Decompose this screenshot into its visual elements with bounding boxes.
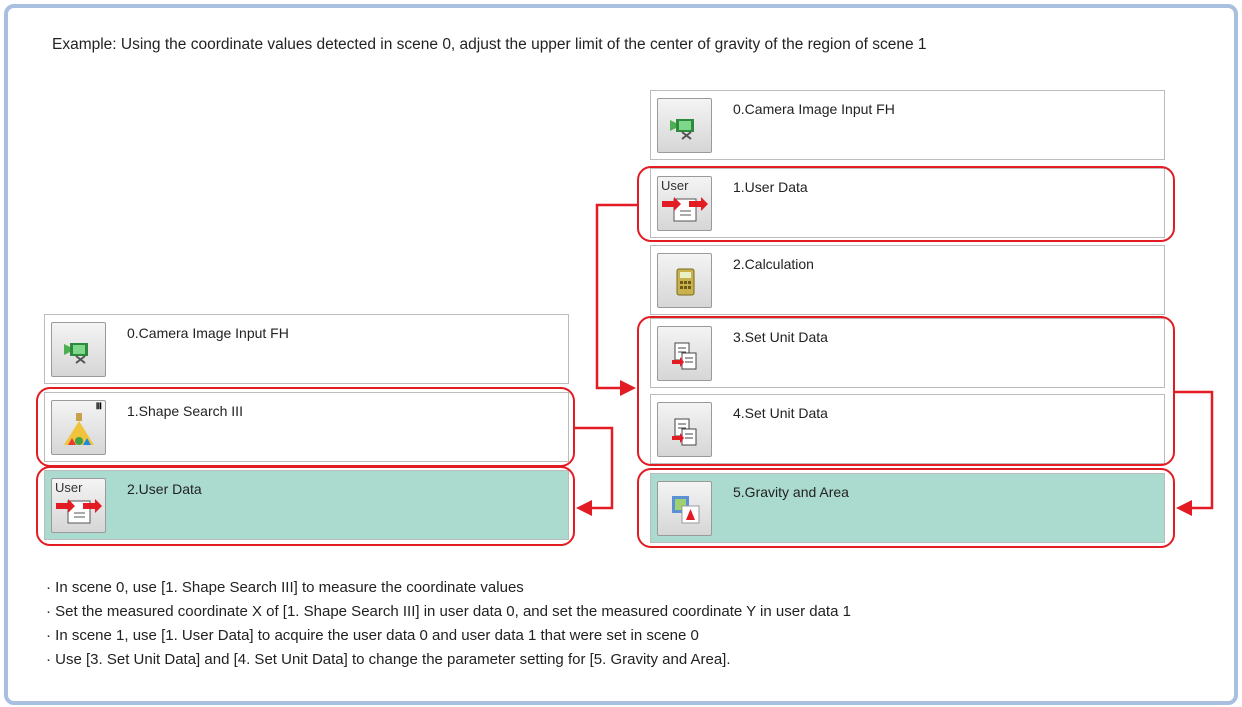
- arrowhead-right: [620, 380, 636, 396]
- note-line: · Use [3. Set Unit Data] and [4. Set Uni…: [46, 651, 731, 668]
- scene1-item-camera[interactable]: 0.Camera Image Input FH: [650, 90, 1165, 160]
- item-label: 0.Camera Image Input FH: [733, 101, 895, 117]
- camera-icon: [657, 98, 712, 153]
- item-label: 5.Gravity and Area: [733, 484, 849, 500]
- arrow-set-unit-data-to-gravity: [1175, 390, 1214, 510]
- scene1-item-set-unit-data-3[interactable]: 3.Set Unit Data: [650, 318, 1165, 388]
- scene0-item-shape-search[interactable]: Ⅲ 1.Shape Search III: [44, 392, 569, 462]
- scene1-item-set-unit-data-4[interactable]: 4.Set Unit Data: [650, 394, 1165, 464]
- highlight-scene0-user-data: [36, 466, 575, 546]
- user-icon-text: User: [55, 480, 83, 495]
- item-label: 1.Shape Search III: [127, 403, 243, 419]
- item-label: 4.Set Unit Data: [733, 405, 828, 421]
- arrowhead-left: [576, 500, 592, 516]
- item-label: 0.Camera Image Input FH: [127, 325, 289, 341]
- highlight-scene1-user-data: [637, 166, 1175, 242]
- item-label: 3.Set Unit Data: [733, 329, 828, 345]
- arrowhead-left: [1176, 500, 1192, 516]
- highlight-scene1-gravity-area: [637, 468, 1175, 548]
- item-label: 1.User Data: [733, 179, 808, 195]
- highlight-scene1-set-unit-data: [637, 316, 1175, 466]
- scene1-item-gravity-area[interactable]: 5.Gravity and Area: [650, 473, 1165, 543]
- user-data-icon: User: [657, 176, 712, 231]
- note-line: · Set the measured coordinate X of [1. S…: [46, 603, 851, 620]
- user-data-icon: User: [51, 478, 106, 533]
- calculator-icon: [657, 253, 712, 308]
- item-label: 2.Calculation: [733, 256, 814, 272]
- camera-icon: [51, 322, 106, 377]
- scene1-item-calculation[interactable]: 2.Calculation: [650, 245, 1165, 315]
- shape-search-icon: Ⅲ: [51, 400, 106, 455]
- note-line: · In scene 1, use [1. User Data] to acqu…: [46, 627, 699, 644]
- arrow-user-data-to-set-unit-data: [595, 203, 637, 390]
- scene0-item-camera[interactable]: 0.Camera Image Input FH: [44, 314, 569, 384]
- explanation-notes: · In scene 0, use [1. Shape Search III] …: [46, 576, 851, 672]
- set-unit-data-icon: [657, 402, 712, 457]
- item-label: 2.User Data: [127, 481, 202, 497]
- gravity-area-icon: [657, 481, 712, 536]
- scene1-item-user-data[interactable]: User 1.User Data: [650, 168, 1165, 238]
- scene0-item-user-data[interactable]: User 2.User Data: [44, 470, 569, 540]
- arrow-shape-search-to-user-data: [575, 426, 614, 510]
- set-unit-data-icon: [657, 326, 712, 381]
- note-line: · In scene 0, use [1. Shape Search III] …: [46, 579, 524, 596]
- example-title: Example: Using the coordinate values det…: [52, 36, 927, 53]
- user-icon-text: User: [661, 178, 689, 193]
